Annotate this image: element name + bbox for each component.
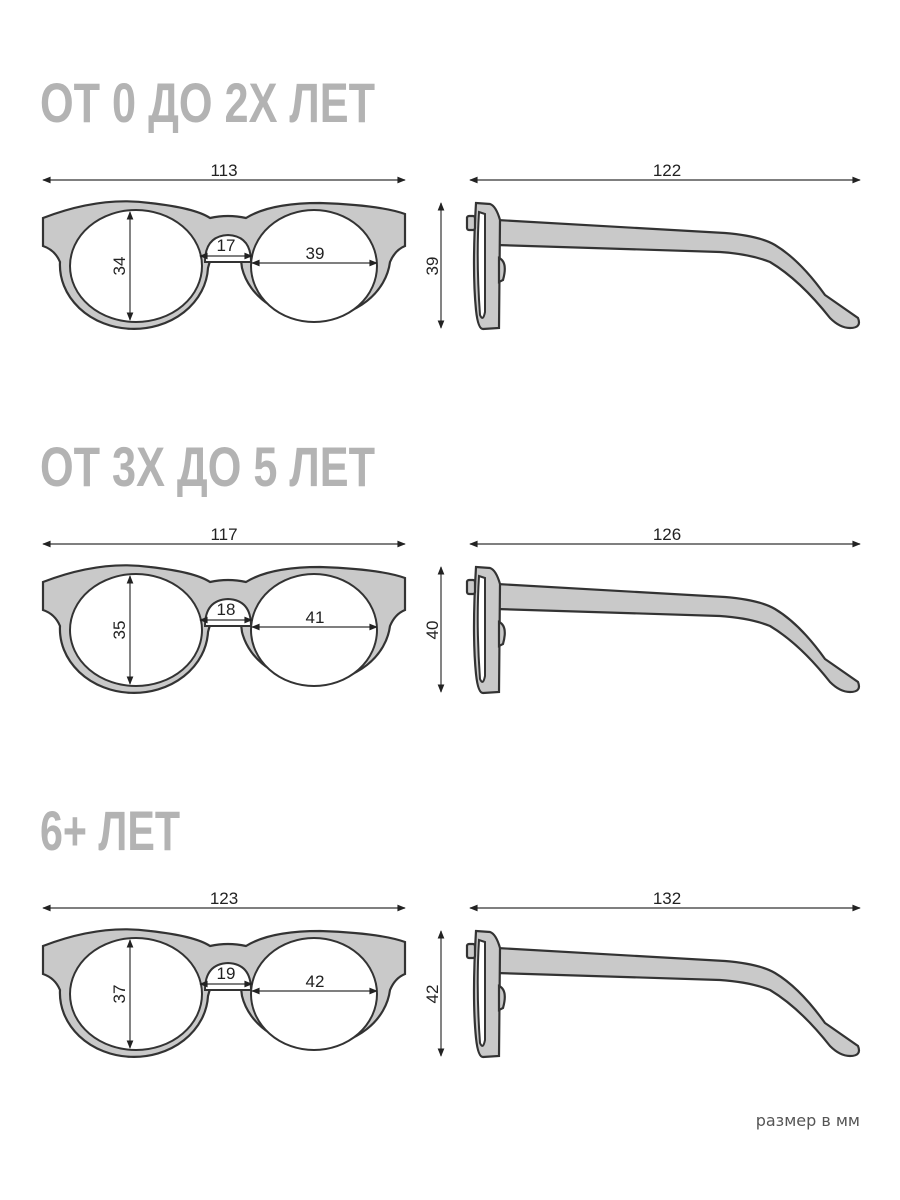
units-note: размер в мм xyxy=(756,1111,860,1130)
bridge-width-label: 19 xyxy=(217,964,236,983)
side-view-glasses-icon xyxy=(465,565,861,695)
lens-height-label: 34 xyxy=(110,257,129,276)
section-title: 6+ ЛЕТ xyxy=(40,799,180,862)
bridge-width-label: 18 xyxy=(217,600,236,619)
lens-height-label: 37 xyxy=(110,985,129,1004)
bridge-width-label: 17 xyxy=(217,236,236,255)
lens-width-label: 42 xyxy=(306,972,325,991)
frame-height-label: 39 xyxy=(423,257,442,276)
lens-height-label: 35 xyxy=(110,621,129,640)
total-width-label: 117 xyxy=(210,525,237,544)
size-section-1: ОТ 0 ДО 2Х ЛЕТ 113 34 17 39 39 122 xyxy=(40,71,861,331)
front-view-glasses-icon xyxy=(41,564,407,695)
lens-width-label: 39 xyxy=(306,244,325,263)
lens-width-label: 41 xyxy=(306,608,325,627)
side-view-glasses-icon xyxy=(465,929,861,1059)
size-section-2: ОТ 3Х ДО 5 ЛЕТ 117 35 18 41 40 126 xyxy=(40,435,861,695)
section-title: ОТ 3Х ДО 5 ЛЕТ xyxy=(40,435,375,498)
front-view-glasses-icon xyxy=(41,928,407,1059)
total-width-label: 123 xyxy=(210,889,238,908)
temple-length-label: 126 xyxy=(653,525,681,544)
frame-height-label: 40 xyxy=(423,621,442,640)
size-section-3: 6+ ЛЕТ 123 37 19 42 42 132 xyxy=(40,799,861,1059)
total-width-label: 113 xyxy=(210,161,237,180)
frame-height-label: 42 xyxy=(423,985,442,1004)
side-view-glasses-icon xyxy=(465,201,861,331)
front-view-glasses-icon xyxy=(41,200,407,331)
temple-length-label: 122 xyxy=(653,161,681,180)
temple-length-label: 132 xyxy=(653,889,681,908)
section-title: ОТ 0 ДО 2Х ЛЕТ xyxy=(40,71,375,134)
